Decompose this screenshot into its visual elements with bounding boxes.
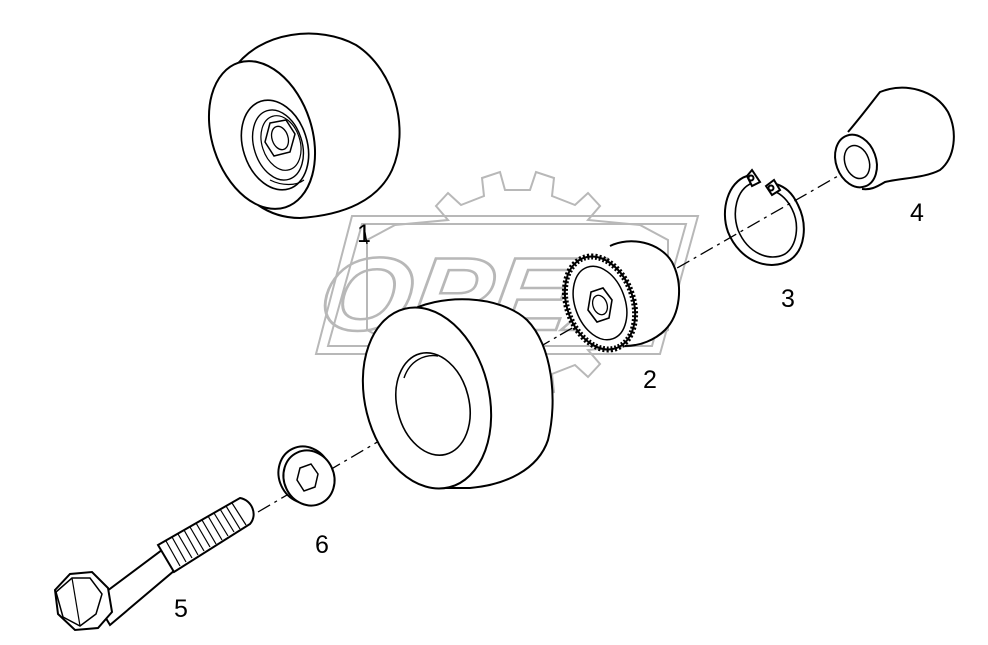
callout-6: 6 — [315, 531, 329, 559]
watermark-gear — [366, 170, 669, 400]
part-3-circlip — [723, 168, 805, 266]
part-2-bearing — [561, 240, 680, 353]
watermark-frame-inner — [326, 223, 688, 347]
callout-5: 5 — [174, 595, 188, 623]
part-5-bolt-threads — [165, 502, 247, 567]
part-2-roller-tyre — [361, 298, 554, 490]
part-6-washer — [277, 445, 336, 507]
part-1-pulley-assembly — [207, 32, 401, 220]
callout-3: 3 — [781, 285, 795, 313]
callout-2: 2 — [643, 366, 657, 394]
part-4-cap — [834, 86, 955, 191]
watermark-frame-outer — [314, 215, 700, 355]
callout-4: 4 — [910, 199, 924, 227]
part-5-bolt — [53, 496, 255, 632]
callout-leaders — [364, 231, 368, 245]
callout-1: 1 — [357, 220, 371, 248]
